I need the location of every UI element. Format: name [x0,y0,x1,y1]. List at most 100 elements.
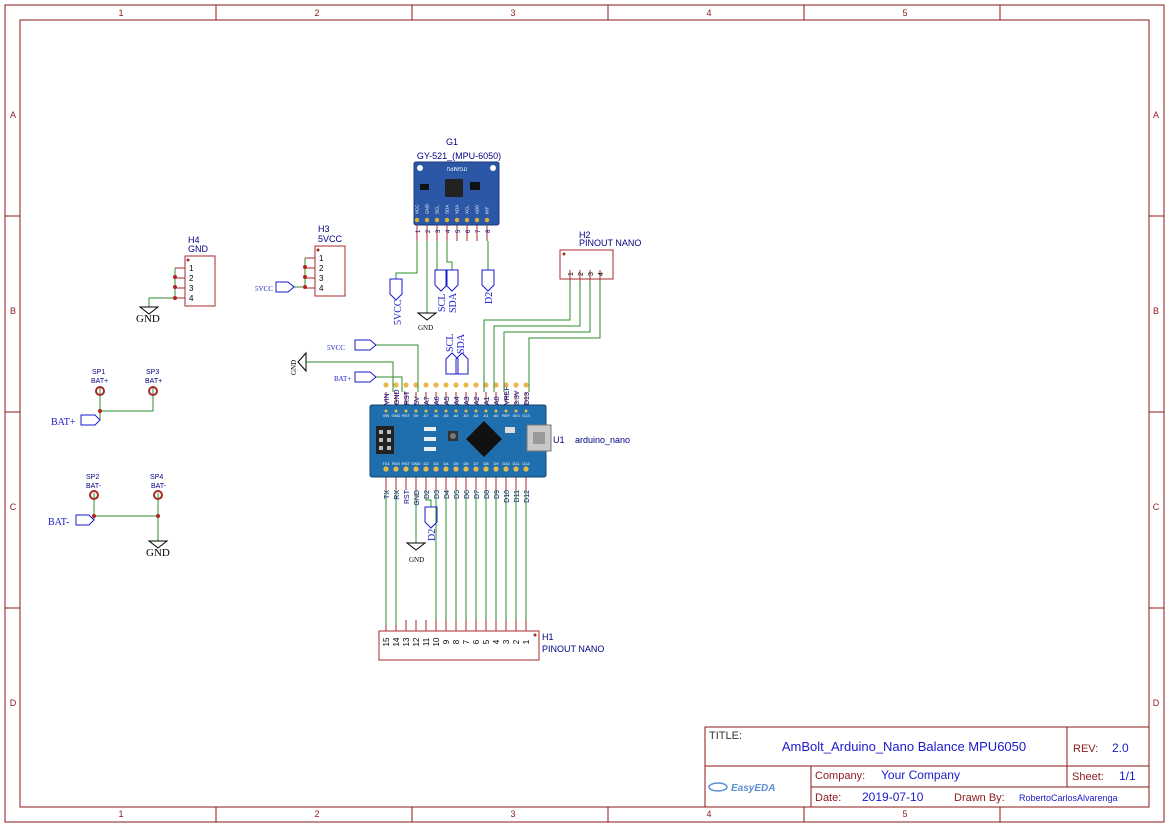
u1-silk-bottom: D9 [493,461,499,466]
u1-top-pin-label: A0 [494,396,501,405]
svg-text:SP2: SP2 [86,474,99,481]
h1-pin-number: 9 [442,639,451,644]
test-point-sp4: SP4 BAT- [150,474,167,500]
g1-name: GY-521_(MPU-6050) [417,151,501,161]
svg-text:5VCC: 5VCC [327,344,345,352]
u1-bottom-pad [403,466,409,472]
net-flag-sda-g1: SDA [445,269,459,313]
h4-name: GND [188,244,209,254]
u1-top-pad [523,382,529,388]
u1-top-pad [443,382,449,388]
svg-text:GND: GND [418,324,433,332]
g1-pin-number: 8 [486,229,492,233]
svg-text:D2: D2 [427,529,438,541]
svg-text:SP1: SP1 [92,369,105,376]
u1-top-pad [393,382,399,388]
u1-silk-top: RST [402,413,411,418]
u1-bottom-pad [503,466,509,472]
h1-pin-number: 15 [382,637,391,646]
u1-silk-top: VIN [383,413,390,418]
h2-name: PINOUT NANO [579,238,641,248]
h1-body [378,630,540,661]
u1-silk-bottom: D6 [463,461,469,466]
u1-bottom-pad [513,466,519,472]
net-flag-sda-u1: SDA [455,333,469,375]
u1-bottom-pin-label: D5 [454,490,461,499]
h2-pin-number: 2 [578,272,585,276]
net-flag-d2-u1: D2 [424,506,438,541]
h3-name: 5VCC [318,234,343,244]
net-flag-batminus: BAT- [48,514,95,528]
company-value: Your Company [881,768,960,782]
u1-top-pad [413,382,419,388]
easyeda-logo: EasyEDA [708,782,775,794]
row-label-a: A [10,110,16,120]
u1-bottom-pad [433,466,439,472]
u1-top-pad [503,382,509,388]
rev-label: REV: [1073,743,1098,755]
g1-pin-number: 6 [466,229,472,233]
mpu-chip [445,179,463,197]
ground-symbols: GND GND GND GND GND [136,306,438,564]
u1-silk-top: D13 [522,413,530,418]
h1-name: PINOUT NANO [542,644,604,654]
h1-pin-number: 14 [392,637,401,646]
sheet-label: Sheet: [1072,771,1104,783]
page-title: AmBolt_Arduino_Nano Balance MPU6050 [782,739,1026,754]
svg-text:D2: D2 [484,292,495,304]
header-pin-number: 2 [319,264,324,273]
net-flag-d2-g1: D2 [481,269,495,304]
svg-text:SDA: SDA [456,333,467,354]
drawn-by-value: RobertoCarlosAlvarenga [1019,793,1118,803]
u1-bottom-pad [483,466,489,472]
u1-name: arduino_nano [575,435,630,445]
g1-pad [434,217,440,223]
g1-pad [444,217,450,223]
h1-pin-number: 13 [402,637,411,646]
row-label-d-right: D [1153,698,1160,708]
header-pin-number: 2 [189,274,194,283]
h1-pin-number: 11 [422,637,431,646]
u1-silk-top: A0 [494,413,500,418]
u1-silk-bottom: D8 [483,461,489,466]
u1-silk-bottom: D12 [522,461,530,466]
u1-bottom-pad [443,466,449,472]
u1-bottom-pin-label: D2 [424,490,431,499]
h1-pin-number: 6 [472,639,481,644]
h2-pin-number: 4 [598,272,605,276]
h2-body [559,249,614,280]
icsp-header [376,426,394,454]
svg-text:GND: GND [290,360,298,375]
header-pin-number: 3 [319,274,324,283]
g1-pin-number: 7 [476,229,482,233]
u1-top-pin-label: A3 [464,396,471,405]
u1-bottom-pin-label: RST [404,489,411,504]
u1-silk-top: A7 [424,413,430,418]
col-label-1: 1 [118,8,123,18]
u1-silk-bottom: D3 [433,461,439,466]
gnd-symbol-g1: GND [416,312,438,332]
u1-top-pad [513,382,519,388]
h1-pin-number: 3 [502,639,511,644]
svg-text:SP3: SP3 [146,369,159,376]
u1-bottom-pin-label: D9 [494,490,501,499]
g1-board-label: SCL [435,205,440,214]
u1-top-pad [493,382,499,388]
gnd-symbol-u1-bottom: GND [405,542,427,564]
col-label-2: 2 [314,8,319,18]
g1-pad [464,217,470,223]
col-label-1-bottom: 1 [118,809,123,819]
net-flag-5vcc-g1: 5VCC [389,278,404,325]
row-label-b: B [10,306,16,316]
svg-text:GND: GND [409,556,424,564]
test-points: SP1 BAT+ SP3 BAT+ SP2 BAT- SP4 BAT- [86,369,167,500]
net-flag-scl-g1: SCL [434,269,448,312]
u1-top-pad [463,382,469,388]
date-label: Date: [815,792,841,804]
gnd-symbol-h4: GND [136,306,160,325]
svg-text:SP4: SP4 [150,474,163,481]
h1-ref: H1 [542,632,554,642]
